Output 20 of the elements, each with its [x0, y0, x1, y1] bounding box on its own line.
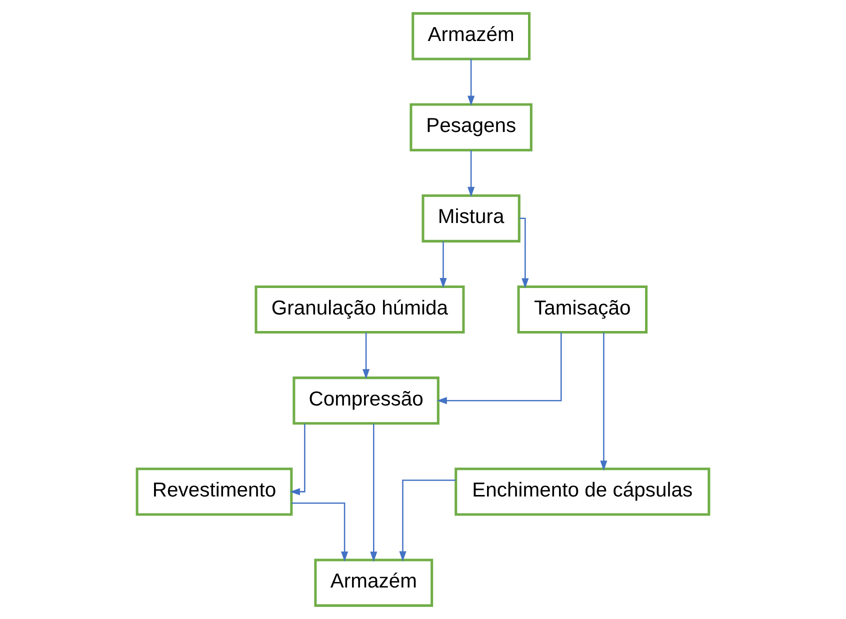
node-box: Tamisação [517, 285, 648, 334]
node-box: Pesagens [410, 103, 532, 152]
node-box: Armazém [412, 12, 531, 60]
node-box: Revestimento [136, 468, 293, 516]
arrow [440, 241, 447, 288]
arrow [399, 480, 456, 562]
arrow [600, 332, 608, 471]
node-box: Compressão [292, 376, 440, 425]
arrow [468, 150, 475, 198]
node-box: Granulação húmida [254, 285, 465, 334]
arrow [362, 332, 370, 380]
arrow [519, 218, 529, 288]
arrow [436, 332, 562, 404]
arrow [370, 424, 378, 562]
arrow [468, 59, 475, 106]
arrow [290, 424, 306, 496]
node-box: Mistura [422, 194, 520, 242]
node-box: Armazém [314, 558, 434, 607]
node-box: Enchimento de cápsulas [454, 468, 710, 516]
arrow [292, 502, 348, 562]
